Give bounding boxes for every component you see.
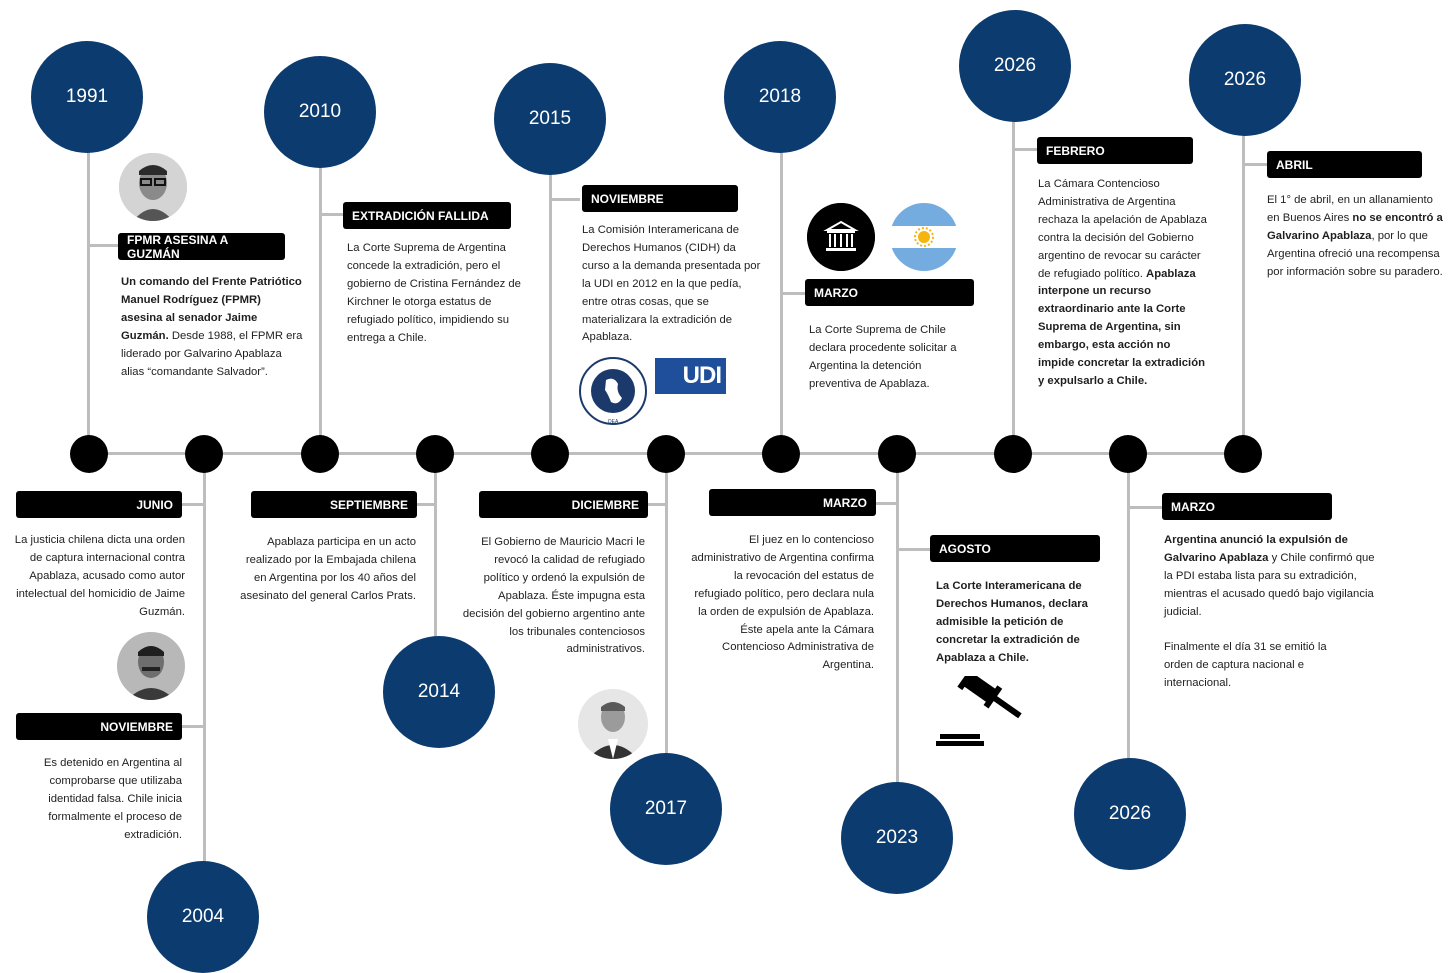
timeline-dot [301, 435, 339, 473]
event-label-marzo-2023: MARZO [709, 489, 876, 516]
portrait-icon [119, 153, 187, 221]
connector [87, 150, 90, 440]
connector [780, 150, 783, 440]
timeline-dot [762, 435, 800, 473]
connector [549, 170, 552, 440]
event-bold-text: no se encontró a Galvarino Apablaza [1267, 211, 1443, 242]
event-label-noviembre: NOVIEMBRE [16, 713, 182, 740]
year-circle-2026: 2026 [959, 10, 1071, 122]
event-label-diciembre: DICIEMBRE [479, 491, 648, 518]
timeline-dot [878, 435, 916, 473]
event-body-text: El 1° de abril, en un allanamiento en Bu… [1267, 194, 1433, 224]
connector [1012, 120, 1015, 440]
connector [1127, 465, 1130, 760]
year-circle-2026: 2026 [1074, 758, 1186, 870]
event-label-agosto: AGOSTO [930, 535, 1100, 562]
branch-line [550, 198, 580, 201]
year-circle-2023: 2023 [841, 782, 953, 894]
branch-line [412, 503, 435, 506]
event-text-marzo-2026-final: Finalmente el día 31 se emitió la orden … [1164, 641, 1327, 689]
portrait-icon [578, 689, 648, 759]
timeline-dot [1224, 435, 1262, 473]
gavel-icon [934, 667, 1022, 748]
connector [434, 465, 437, 640]
portrait-icon [117, 632, 185, 700]
argentina-flag-icon [890, 203, 958, 271]
event-bold-text: Argentina anunció la expulsión de Galvar… [1164, 534, 1348, 564]
event-text-febrero: La Cámara Contencioso Administrativa de … [1038, 176, 1208, 391]
branch-line [88, 244, 118, 247]
connector [203, 465, 206, 865]
branch-line [181, 503, 204, 506]
year-circle-2004: 2004 [147, 861, 259, 973]
event-text-marzo-2023: El juez en lo contencioso administrativo… [691, 534, 874, 672]
branch-line [320, 213, 350, 216]
branch-line [1243, 163, 1273, 166]
event-bold-text: Un comando del Frente Patriótico Manuel … [121, 276, 302, 342]
timeline-dot [994, 435, 1032, 473]
event-body-text: y Chile confirmó que la PDI estaba lista… [1164, 551, 1375, 618]
event-bold-text: La Corte Interamericana de Derechos Huma… [936, 580, 1088, 664]
event-label-marzo-2018: MARZO [805, 279, 974, 306]
event-body-text: La Cámara Contencioso Administrativa de … [1038, 178, 1207, 280]
event-body-text: Desde 1988, el FPMR era liderado por Gal… [121, 329, 303, 378]
oea-logo-text: OEA [608, 419, 619, 425]
branch-line [643, 503, 666, 506]
event-text-agosto: La Corte Interamericana de Derechos Huma… [936, 578, 1112, 668]
year-circle-2010: 2010 [264, 56, 376, 168]
event-label-septiembre: SEPTIEMBRE [251, 491, 417, 518]
event-label-febrero: FEBRERO [1037, 137, 1193, 164]
connector [319, 165, 322, 440]
timeline-dot [416, 435, 454, 473]
event-label-marzo-2026: MARZO [1162, 493, 1332, 520]
branch-line [1128, 506, 1163, 509]
connector [896, 465, 899, 785]
year-circle-1991: 1991 [31, 41, 143, 153]
event-body-text: , por lo que Argentina ofreció una recom… [1267, 229, 1443, 278]
event-text-diciembre: El Gobierno de Mauricio Macri le revocó … [462, 536, 645, 656]
connector [665, 465, 668, 755]
event-text-2015: La Comisión Interamericana de Derechos H… [582, 224, 761, 344]
event-label-abril: ABRIL [1267, 151, 1422, 178]
event-text-septiembre: Apablaza participa en un acto realizado … [240, 536, 416, 602]
year-circle-2018: 2018 [724, 41, 836, 153]
event-text-marzo-2018: La Corte Suprema de Chile declara proced… [809, 324, 957, 390]
connector [1242, 135, 1245, 440]
event-text-2010: La Corte Suprema de Argentina concede la… [347, 242, 521, 344]
timeline-dot [1109, 435, 1147, 473]
udi-logo-text: UDI [682, 362, 722, 389]
year-circle-2015: 2015 [494, 63, 606, 175]
event-text-1991: Un comando del Frente Patriótico Manuel … [121, 274, 303, 381]
event-text-abril: El 1° de abril, en un allanamiento en Bu… [1267, 192, 1445, 282]
branch-line [181, 725, 204, 728]
event-label-extradicion: EXTRADICIÓN FALLIDA [343, 202, 511, 229]
timeline-dot [647, 435, 685, 473]
event-label-noviembre-2015: NOVIEMBRE [582, 185, 738, 212]
timeline-dot [70, 435, 108, 473]
branch-line [874, 502, 897, 505]
event-label-junio: JUNIO [16, 491, 182, 518]
event-text-junio: La justicia chilena dicta una orden de c… [14, 534, 185, 618]
event-text-marzo-2026: Argentina anunció la expulsión de Galvar… [1164, 532, 1386, 622]
timeline-dot [185, 435, 223, 473]
branch-line [897, 548, 932, 551]
oea-seal-icon: OEA [578, 356, 648, 426]
udi-logo-icon: UDI [655, 358, 726, 394]
year-circle-2014: 2014 [383, 636, 495, 748]
timeline-dot [531, 435, 569, 473]
event-bold-text: Apablaza interpone un recurso extraordin… [1038, 267, 1205, 387]
branch-line [1013, 148, 1043, 151]
courthouse-icon [807, 203, 875, 271]
year-circle-2017: 2017 [610, 753, 722, 865]
year-circle-2026: 2026 [1189, 24, 1301, 136]
event-text-noviembre: Es detenido en Argentina al comprobarse … [43, 757, 182, 841]
branch-line [781, 292, 811, 295]
event-label-fpmr: FPMR ASESINA A GUZMÁN [118, 233, 285, 261]
